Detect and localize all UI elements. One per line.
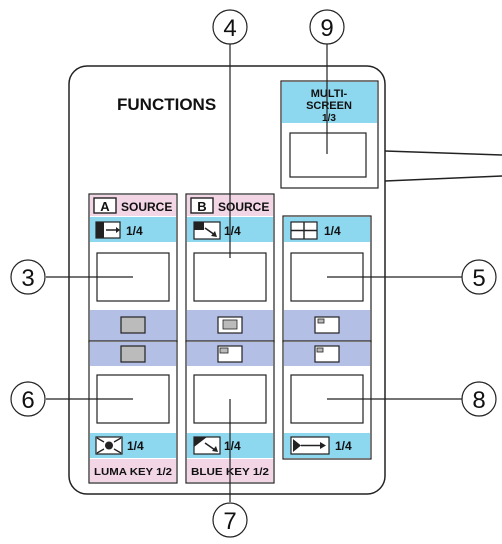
svg-text:9: 9 — [320, 15, 333, 42]
multiscreen-line2: SCREEN — [306, 100, 352, 112]
wipe-diagonal-icon — [193, 221, 221, 240]
multiscreen-button[interactable]: MULTI- SCREEN 1/3 — [280, 80, 379, 189]
luma-key-indicator — [120, 345, 146, 363]
quad-split-sub: 1/4 — [324, 224, 341, 238]
a-source-indicator — [120, 316, 146, 334]
diagonal-wipe-icon — [193, 436, 221, 455]
callout-9: 9 — [309, 9, 345, 45]
svg-text:8: 8 — [472, 387, 485, 414]
slide-sub: 1/4 — [335, 439, 352, 453]
a-letter: A — [100, 199, 110, 214]
b-letter-box — [190, 197, 214, 214]
multiscreen-line1: MULTI- — [311, 88, 348, 100]
b-source-display — [193, 252, 267, 302]
multiscreen-line3: 1/3 — [322, 113, 336, 124]
luma-key-label: LUMA KEY 1/2 — [94, 466, 172, 478]
quad-split-button[interactable]: 1/4 — [282, 215, 372, 343]
connector-line-upper — [384, 150, 502, 156]
luma-key-sub: 1/4 — [127, 439, 144, 453]
slide-button[interactable]: 1/4 — [282, 340, 372, 460]
svg-text:4: 4 — [223, 15, 236, 42]
callout-3: 3 — [10, 259, 46, 295]
iris-icon — [95, 436, 123, 455]
svg-text:6: 6 — [21, 387, 34, 414]
a-source-label: SOURCE — [121, 200, 172, 214]
b-letter: B — [197, 199, 206, 214]
wipe-right-icon — [95, 221, 121, 239]
callout-6: 6 — [10, 381, 46, 417]
b-source-label: SOURCE — [218, 200, 269, 214]
blue-key-sub: 1/4 — [224, 439, 241, 453]
panel-title: FUNCTIONS — [117, 95, 216, 114]
connector-line-lower — [384, 175, 502, 182]
luma-key-button[interactable]: 1/4 LUMA KEY 1/2 — [88, 340, 178, 484]
callout-4: 4 — [212, 9, 248, 45]
svg-text:5: 5 — [472, 265, 485, 292]
slide-right-icon — [290, 436, 330, 455]
b-source-sub: 1/4 — [224, 224, 241, 238]
quad-split-icon — [290, 221, 318, 240]
callout-7: 7 — [212, 502, 248, 538]
svg-text:7: 7 — [223, 508, 236, 535]
svg-text:3: 3 — [21, 265, 34, 292]
a-letter-box — [93, 197, 117, 214]
callout-8: 8 — [461, 381, 497, 417]
a-source-sub: 1/4 — [126, 224, 143, 238]
multiscreen-display — [289, 132, 367, 178]
callout-5: 5 — [461, 259, 497, 295]
a-source-button[interactable]: A SOURCE 1/4 — [88, 193, 178, 343]
